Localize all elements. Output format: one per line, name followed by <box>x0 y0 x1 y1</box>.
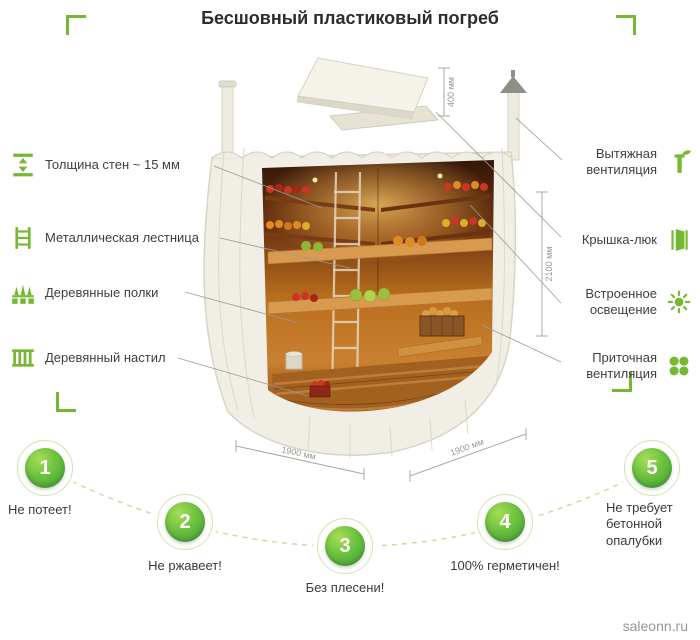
callout-label: Деревянные полки <box>45 284 159 300</box>
shelves-icon <box>12 284 34 304</box>
exhaust-vent-icon <box>674 150 691 174</box>
supply-vent-icon <box>669 356 689 376</box>
produce-right-shelves <box>442 181 488 227</box>
corner-bracket-bottom-left <box>56 392 76 412</box>
lighting-icon <box>667 290 691 314</box>
dim-width-left: 1900 мм <box>281 444 317 461</box>
benefit-number: 2 <box>165 502 205 542</box>
dimension-annotations: 400 мм 2100 мм 1900 мм 1900 мм <box>235 67 554 482</box>
benefit-badge-5: 5 <box>624 440 680 496</box>
callout-shelves: Деревянные полки <box>10 280 158 306</box>
callout-label: Металлическая лестница <box>45 229 199 245</box>
callout-wall-thickness: Толщина стен ~ 15 мм <box>10 152 180 178</box>
flooring-icon <box>12 349 34 367</box>
corner-bracket-top-left <box>66 15 86 35</box>
hatch-lid <box>296 57 440 131</box>
callout-flooring: Деревянный настил <box>10 345 166 371</box>
wood-planks <box>267 237 493 315</box>
dim-width-right: 1900 мм <box>449 437 485 458</box>
corner-bracket-top-right <box>616 15 636 35</box>
callout-label: Встроенное освещение <box>585 286 657 318</box>
ceiling-light <box>312 177 318 183</box>
watermark: saleonn.ru <box>622 618 688 634</box>
benefit-badge-1: 1 <box>17 440 73 496</box>
callout-ladder: Металлическая лестница <box>10 225 199 251</box>
corner-bracket-bottom-right <box>612 372 632 392</box>
cellar-body <box>203 147 517 458</box>
callout-label: Толщина стен ~ 15 мм <box>45 156 180 172</box>
callout-label: Крышка-люк <box>581 231 657 247</box>
callout-supply-vent: Приточная вентиляция <box>569 350 692 383</box>
wall-shelves <box>265 194 490 246</box>
interior-opening <box>262 160 494 412</box>
callout-label: Деревянный настил <box>45 349 166 365</box>
benefit-label-2: Не ржавеет! <box>148 558 222 573</box>
benefit-number: 3 <box>325 526 365 566</box>
benefit-number: 1 <box>25 448 65 488</box>
benefit-badge-2: 2 <box>157 494 213 550</box>
potato-crate <box>397 307 483 358</box>
produce-left-shelves <box>266 184 310 230</box>
vent-pipe-left <box>218 80 237 159</box>
callout-lines <box>177 111 563 397</box>
vent-pipe-right <box>500 70 527 161</box>
benefit-number: 5 <box>632 448 672 488</box>
callout-label: Приточная вентиляция <box>586 350 657 382</box>
ceiling-light <box>437 173 443 179</box>
wood-floor <box>272 356 488 411</box>
callout-label: Вытяжная вентиляция <box>586 146 657 178</box>
benefit-badge-4: 4 <box>477 494 533 550</box>
benefit-number: 4 <box>485 502 525 542</box>
produce-planks <box>292 236 427 303</box>
page-title: Бесшовный пластиковый погреб <box>201 8 499 28</box>
benefit-label-5: Не требует бетонной опалубки <box>606 500 673 548</box>
dim-lid: 400 мм <box>446 77 456 107</box>
dim-height: 2100 мм <box>544 247 554 282</box>
benefit-label-3: Без плесени! <box>305 580 385 595</box>
callout-lighting: Встроенное освещение <box>569 286 692 319</box>
wall-thickness-icon <box>13 153 33 177</box>
callout-exhaust-vent: Вытяжная вентиляция <box>569 146 692 179</box>
benefit-badge-3: 3 <box>317 518 373 574</box>
hatch-icon <box>671 229 688 251</box>
ladder-icon <box>15 227 31 249</box>
ladder <box>330 171 362 399</box>
benefit-label-4: 100% герметичен! <box>450 558 560 573</box>
benefit-label-1: Не потеет! <box>8 502 72 517</box>
callout-hatch: Крышка-люк <box>569 227 692 253</box>
interior-contents <box>262 160 494 411</box>
floor-items <box>285 351 331 398</box>
